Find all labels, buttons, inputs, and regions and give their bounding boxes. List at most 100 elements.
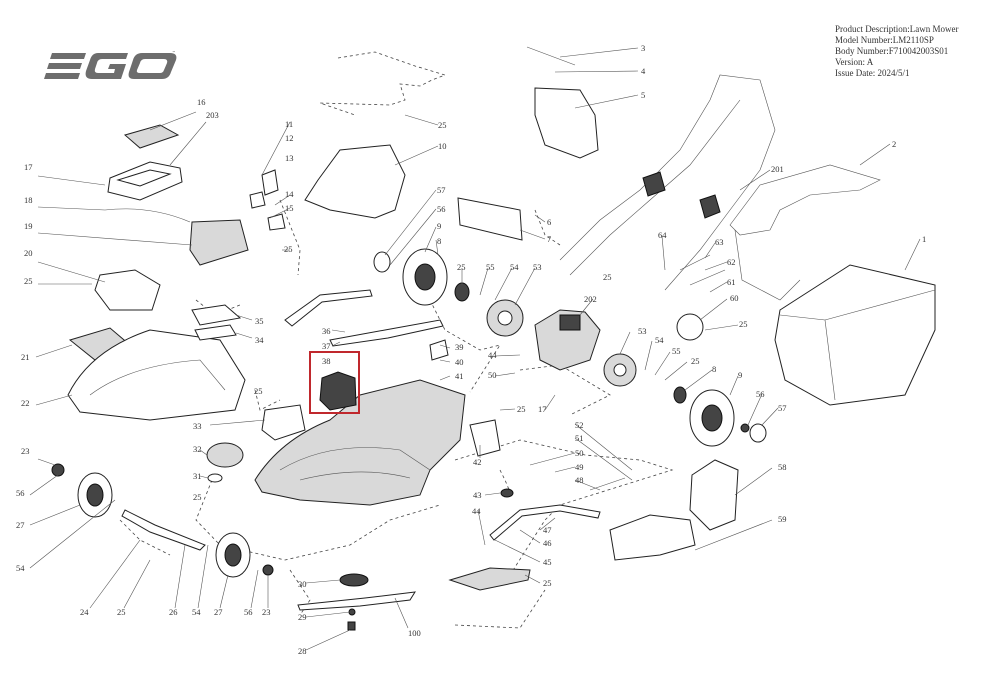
- callout-11: 11: [285, 119, 293, 129]
- callout-54: 54: [192, 607, 201, 617]
- part-37-bar: [329, 319, 444, 347]
- callout-52: 52: [575, 420, 584, 430]
- part-100-blade: [297, 591, 416, 611]
- callout-24: 24: [80, 607, 89, 617]
- callout-23: 23: [21, 446, 30, 456]
- callout-47: 47: [543, 525, 552, 535]
- part-202-gearbox: [534, 309, 601, 371]
- callout-27: 27: [16, 520, 25, 530]
- callout-58: 58: [778, 462, 787, 472]
- callout-33: 33: [193, 421, 202, 431]
- callout-25: 25: [117, 607, 126, 617]
- callout-25: 25: [254, 386, 263, 396]
- callout-35: 35: [255, 316, 264, 326]
- callout-201: 201: [771, 164, 784, 174]
- part-30-fan: [339, 573, 369, 587]
- callout-5: 5: [641, 90, 645, 100]
- body-number: Body Number:F710042003S01: [835, 46, 949, 56]
- callout-54: 54: [655, 335, 664, 345]
- callout-51: 51: [575, 433, 584, 443]
- highlight-box: [309, 351, 360, 414]
- callout-43: 43: [473, 490, 482, 500]
- callout-59: 59: [778, 514, 787, 524]
- callout-38: 38: [322, 356, 331, 366]
- callout-202: 202: [584, 294, 597, 304]
- callout-28: 28: [298, 646, 307, 656]
- callout-21: 21: [21, 352, 30, 362]
- version: Version: A: [835, 57, 874, 67]
- callout-20: 20: [24, 248, 33, 258]
- callout-41: 41: [455, 371, 464, 381]
- callout-1: 1: [922, 234, 926, 244]
- callout-60: 60: [730, 293, 739, 303]
- callout-55: 55: [672, 346, 681, 356]
- part-23-cap-left: [51, 463, 65, 477]
- callout-14: 14: [285, 189, 294, 199]
- callout-48: 48: [575, 475, 584, 485]
- callout-53: 53: [638, 326, 647, 336]
- callout-9: 9: [437, 221, 441, 231]
- leader-lines: [29, 47, 921, 651]
- callout-25: 25: [603, 272, 612, 282]
- part-22-main-cover: [67, 329, 246, 421]
- callout-56: 56: [244, 607, 253, 617]
- part-16-cover: [123, 124, 180, 149]
- callout-18: 18: [24, 195, 33, 205]
- part-35-strip: [191, 304, 242, 326]
- callout-50: 50: [488, 370, 497, 380]
- callout-25: 25: [193, 492, 202, 502]
- callout-37: 37: [322, 341, 331, 351]
- part-33-motor-cover: [261, 404, 306, 441]
- callout-44: 44: [472, 506, 481, 516]
- callout-62: 62: [727, 257, 736, 267]
- callout-61: 61: [727, 277, 736, 287]
- callout-25: 25: [457, 262, 466, 272]
- svg-text:™: ™: [172, 50, 176, 55]
- callout-8: 8: [712, 364, 716, 374]
- callout-15: 15: [285, 203, 294, 213]
- callout-31: 31: [193, 471, 202, 481]
- callout-10: 10: [438, 141, 447, 151]
- callout-2: 2: [892, 139, 896, 149]
- part-19-battery-housing: [189, 219, 249, 266]
- callout-54: 54: [16, 563, 25, 573]
- callout-labels: 16 203 17 18 19 20 25 21 22 23 56 27 54 …: [16, 43, 926, 656]
- callout-53: 53: [533, 262, 542, 272]
- callout-25: 25: [24, 276, 33, 286]
- callout-203: 203: [206, 110, 219, 120]
- part-7-bar: [457, 197, 523, 241]
- issue-date: Issue Date: 2024/5/1: [835, 68, 910, 78]
- callout-25: 25: [543, 578, 552, 588]
- callout-32: 32: [193, 444, 202, 454]
- callout-13: 13: [285, 153, 294, 163]
- part-deck-chassis: [254, 379, 466, 506]
- part-10-rear-cover: [304, 144, 406, 219]
- callout-3: 3: [641, 43, 645, 53]
- callout-4: 4: [641, 66, 646, 76]
- part-38-controller: [319, 371, 357, 411]
- callout-54: 54: [510, 262, 519, 272]
- callout-17: 17: [538, 404, 547, 414]
- part-1-grass-bag: [774, 264, 936, 406]
- callout-22: 22: [21, 398, 30, 408]
- callout-27: 27: [214, 607, 223, 617]
- callout-25: 25: [691, 356, 700, 366]
- callout-9: 9: [738, 370, 742, 380]
- callout-36: 36: [322, 326, 331, 336]
- ego-logo-mark: ™: [44, 50, 177, 79]
- callout-25: 25: [284, 244, 293, 254]
- callout-44: 44: [488, 350, 497, 360]
- callout-56: 56: [437, 204, 446, 214]
- callout-29: 29: [298, 612, 307, 622]
- callout-40: 40: [455, 357, 464, 367]
- callout-63: 63: [715, 237, 724, 247]
- part-shapes: [51, 46, 936, 631]
- callout-50: 50: [575, 448, 584, 458]
- model-number: Model Number:LM2110SP: [835, 35, 934, 45]
- part-5-chute: [534, 87, 599, 159]
- callout-34: 34: [255, 335, 264, 345]
- callout-25: 25: [739, 319, 748, 329]
- callout-64: 64: [658, 230, 667, 240]
- part-58-flap: [689, 459, 739, 531]
- callout-8: 8: [437, 236, 441, 246]
